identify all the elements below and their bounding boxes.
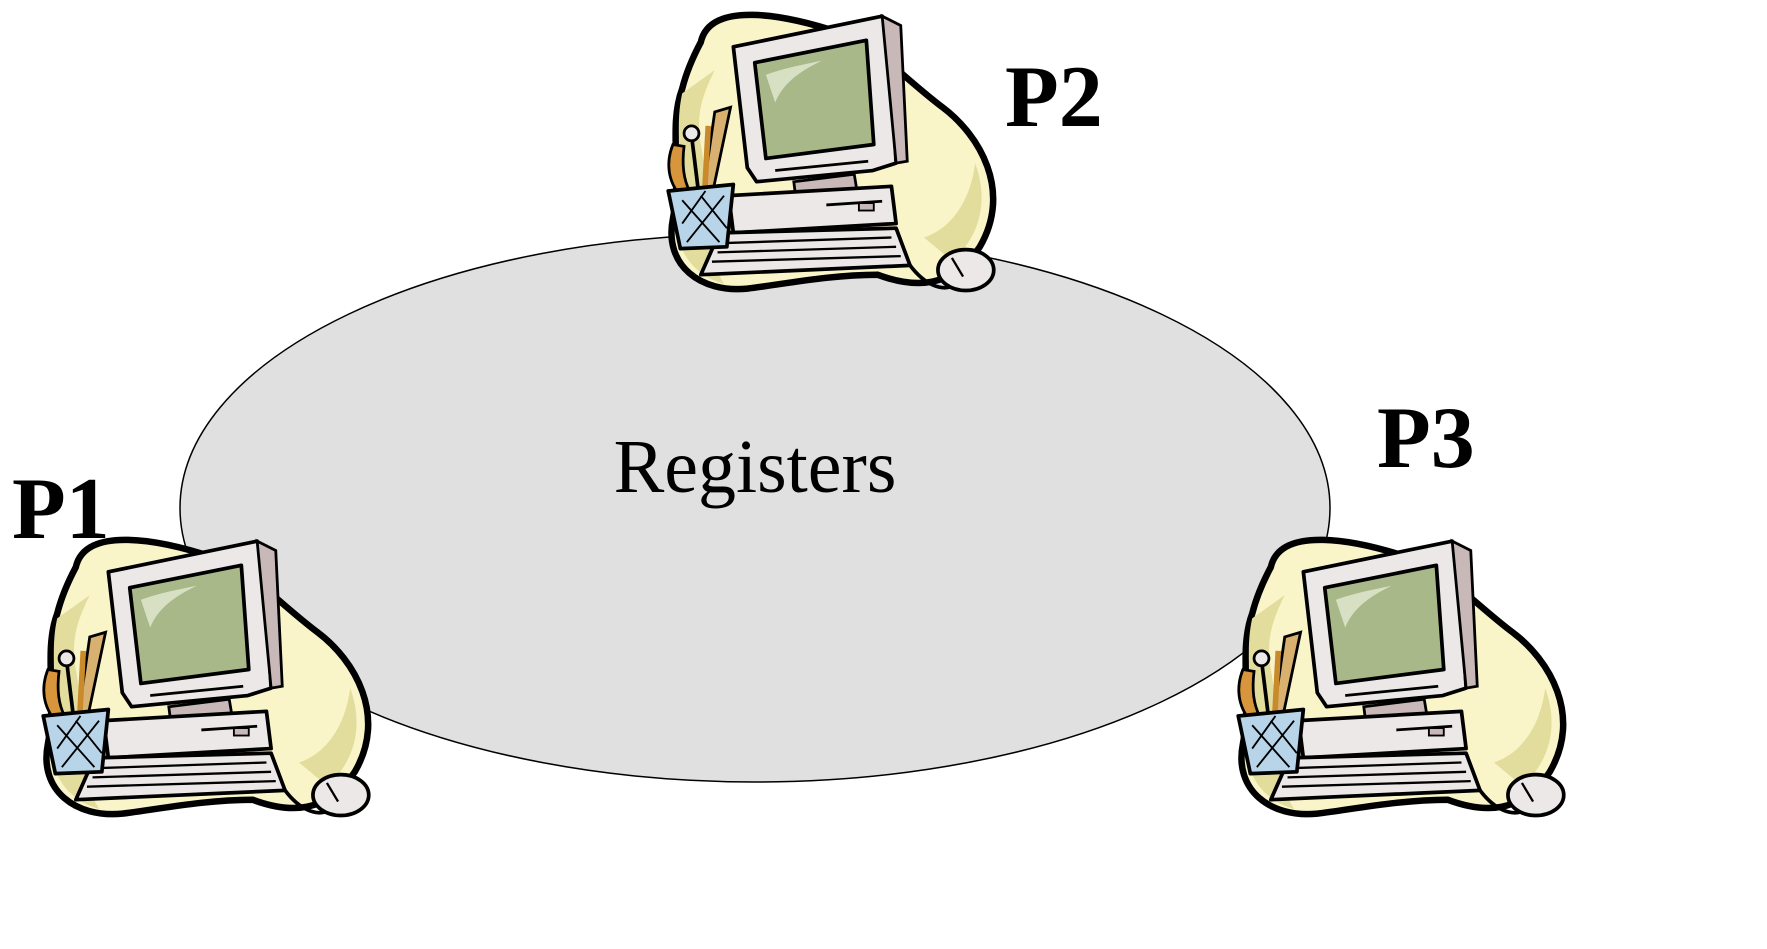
computer-icon <box>668 15 994 291</box>
processor-p3-label: P3 <box>1377 390 1475 487</box>
processor-p2-label: P2 <box>1005 49 1103 146</box>
processor-p1-label: P1 <box>12 461 110 558</box>
computer-icon <box>1238 540 1564 816</box>
processor-p2 <box>668 15 994 291</box>
registers-label: Registers <box>614 425 897 509</box>
processor-p3 <box>1238 540 1564 816</box>
